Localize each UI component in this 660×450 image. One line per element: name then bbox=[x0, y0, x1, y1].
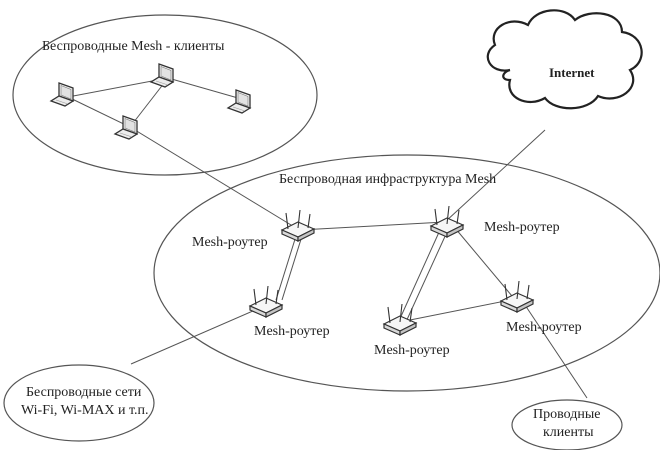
laptop-icon bbox=[50, 82, 74, 107]
wireless-router-icon bbox=[249, 285, 283, 318]
wireless-networks-label-line2: Wi-Fi, Wi-MAX и т.п. bbox=[21, 403, 149, 418]
router-label: Mesh-роутер bbox=[484, 220, 560, 235]
clients-group-title: Беспроводные Mesh - клиенты bbox=[42, 39, 225, 54]
wired-clients-label-line2: клиенты bbox=[543, 425, 594, 440]
router-label: Mesh-роутер bbox=[192, 235, 268, 250]
clients-group-ellipse bbox=[12, 14, 318, 176]
infrastructure-title: Беспроводная инфраструктура Mesh bbox=[279, 172, 496, 187]
router-label: Mesh-роутер bbox=[374, 343, 450, 358]
laptop-icon bbox=[150, 63, 174, 88]
laptop-icon bbox=[227, 89, 251, 114]
router-label: Mesh-роутер bbox=[254, 324, 330, 339]
wired-clients-ellipse bbox=[511, 399, 623, 450]
laptop-icon bbox=[114, 115, 138, 140]
wired-clients-label-line1: Проводные bbox=[533, 407, 600, 422]
client-links bbox=[67, 77, 246, 128]
internet-cloud-icon bbox=[486, 9, 643, 110]
wireless-router-icon bbox=[500, 280, 534, 313]
infrastructure-ellipse bbox=[153, 154, 660, 392]
router-label: Mesh-роутер bbox=[506, 320, 582, 335]
wireless-networks-ellipse bbox=[3, 364, 155, 442]
wireless-networks-label-line1: Беспроводные сети bbox=[26, 385, 142, 400]
internet-label: Internet bbox=[549, 65, 595, 80]
wireless-router-icon bbox=[281, 209, 315, 242]
